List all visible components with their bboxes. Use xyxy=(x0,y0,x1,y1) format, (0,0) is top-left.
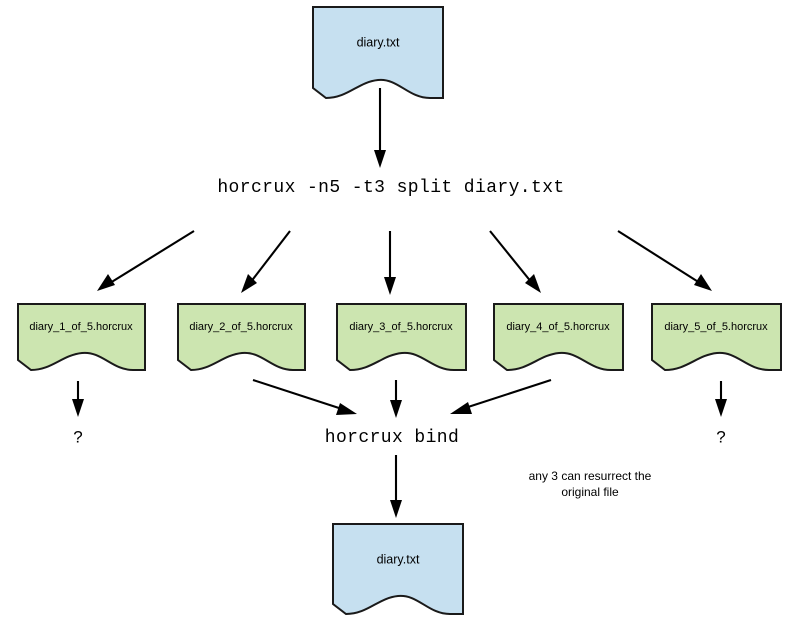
shard-node-1[interactable]: diary_1_of_5.horcrux xyxy=(17,303,146,372)
result-document-label: diary.txt xyxy=(377,552,420,566)
source-document-node[interactable]: diary.txt xyxy=(312,6,444,100)
arrow-shard4-to-bind xyxy=(450,379,552,414)
result-document-node[interactable]: diary.txt xyxy=(332,523,464,616)
arrow-split-to-shard-1 xyxy=(97,230,195,291)
source-document-label: diary.txt xyxy=(357,35,400,49)
result-document-shape xyxy=(332,523,464,616)
arrow-split-to-shard-4 xyxy=(489,230,541,293)
shard-label-5: diary_5_of_5.horcrux xyxy=(664,321,768,333)
arrow-shard5-to-unknown xyxy=(715,381,727,417)
shard-node-4[interactable]: diary_4_of_5.horcrux xyxy=(493,303,624,372)
shard-label-3: diary_3_of_5.horcrux xyxy=(349,321,453,333)
arrow-source-to-split xyxy=(374,88,386,168)
shard-shape-2 xyxy=(177,303,306,372)
split-command-label[interactable]: horcrux -n5 -t3 split diary.txt xyxy=(217,178,564,198)
arrow-split-to-shard-5 xyxy=(617,230,712,291)
arrow-bind-to-result xyxy=(390,455,402,518)
shard-node-2[interactable]: diary_2_of_5.horcrux xyxy=(177,303,306,372)
shard-shape-4 xyxy=(493,303,624,372)
shard-shape-1 xyxy=(17,303,146,372)
bind-command-label[interactable]: horcrux bind xyxy=(325,428,459,448)
unknown-marker-left: ? xyxy=(73,427,82,446)
threshold-annotation-line2: original file xyxy=(561,485,619,499)
threshold-annotation-line1: any 3 can resurrect the xyxy=(529,469,652,483)
arrow-shard2-to-bind xyxy=(252,379,357,415)
threshold-annotation: any 3 can resurrect the original file xyxy=(529,469,652,499)
shard-node-3[interactable]: diary_3_of_5.horcrux xyxy=(336,303,467,372)
shard-label-2: diary_2_of_5.horcrux xyxy=(189,321,293,333)
arrow-split-to-shard-2 xyxy=(241,230,291,293)
shard-label-1: diary_1_of_5.horcrux xyxy=(29,321,133,333)
shard-shape-5 xyxy=(651,303,782,372)
arrow-shard1-to-unknown xyxy=(72,381,84,417)
source-document-shape xyxy=(312,6,444,100)
shard-node-5[interactable]: diary_5_of_5.horcrux xyxy=(651,303,782,372)
unknown-marker-right: ? xyxy=(716,427,725,446)
shard-shape-3 xyxy=(336,303,467,372)
arrow-shard3-to-bind xyxy=(390,380,402,418)
shard-label-4: diary_4_of_5.horcrux xyxy=(506,321,610,333)
arrow-split-to-shard-3 xyxy=(384,231,396,295)
